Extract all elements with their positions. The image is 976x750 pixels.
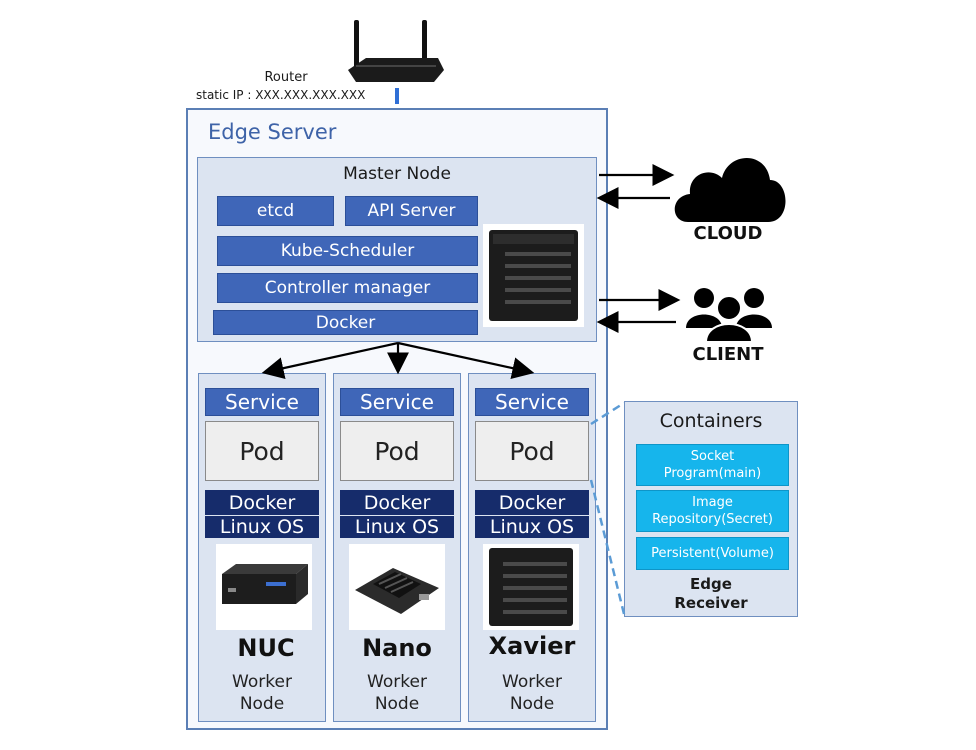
service-block: Service [475,388,589,416]
linux-os-block: Linux OS [205,516,319,538]
controller-manager-block: Controller manager [217,273,478,303]
kube-scheduler-block: Kube-Scheduler [217,236,478,266]
linux-os-block: Linux OS [340,516,454,538]
pod-block: Pod [475,421,589,481]
etcd-block: etcd [217,196,334,226]
docker-block: Docker [475,490,589,515]
containers-footer-line-1: Edge [690,575,732,593]
containers-footer-line-2: Receiver [674,594,748,612]
router-label: Router [264,70,308,85]
service-block: Service [340,388,454,416]
container-item: Persistent(Volume) [636,537,789,570]
api-server-block: API Server [345,196,478,226]
router-link [395,88,399,104]
client-label: CLIENT [692,343,764,365]
device-name: Xavier [488,632,576,660]
users-icon [684,284,774,342]
worker-role-line-2: Node [509,694,555,714]
pod-block: Pod [205,421,319,481]
master-docker-block: Docker [213,310,478,335]
cloud-label: CLOUD [693,222,763,244]
nuc-icon [216,544,312,630]
docker-block: Docker [340,490,454,515]
jetson-nano-icon [349,544,445,630]
cloud-icon [668,144,792,226]
worker-role-line-1: Worker [232,672,292,692]
master-node-title: Master Node [343,164,451,184]
xavier-icon [483,544,579,630]
device-name: Nano [362,634,432,662]
worker-role-line-2: Node [374,694,420,714]
service-block: Service [205,388,319,416]
linux-os-block: Linux OS [475,516,589,538]
router-ip: static IP : XXX.XXX.XXX.XXX [196,88,366,102]
container-item: Socket Program(main) [636,444,789,486]
pod-block: Pod [340,421,454,481]
container-item: Image Repository(Secret) [636,490,789,532]
worker-role-line-1: Worker [502,672,562,692]
device-name: NUC [237,634,295,662]
router-icon [346,18,446,90]
docker-block: Docker [205,490,319,515]
containers-title: Containers [659,410,763,432]
server-icon [483,224,584,327]
worker-role-line-1: Worker [367,672,427,692]
edge-server-title: Edge Server [208,120,337,144]
worker-role-line-2: Node [239,694,285,714]
